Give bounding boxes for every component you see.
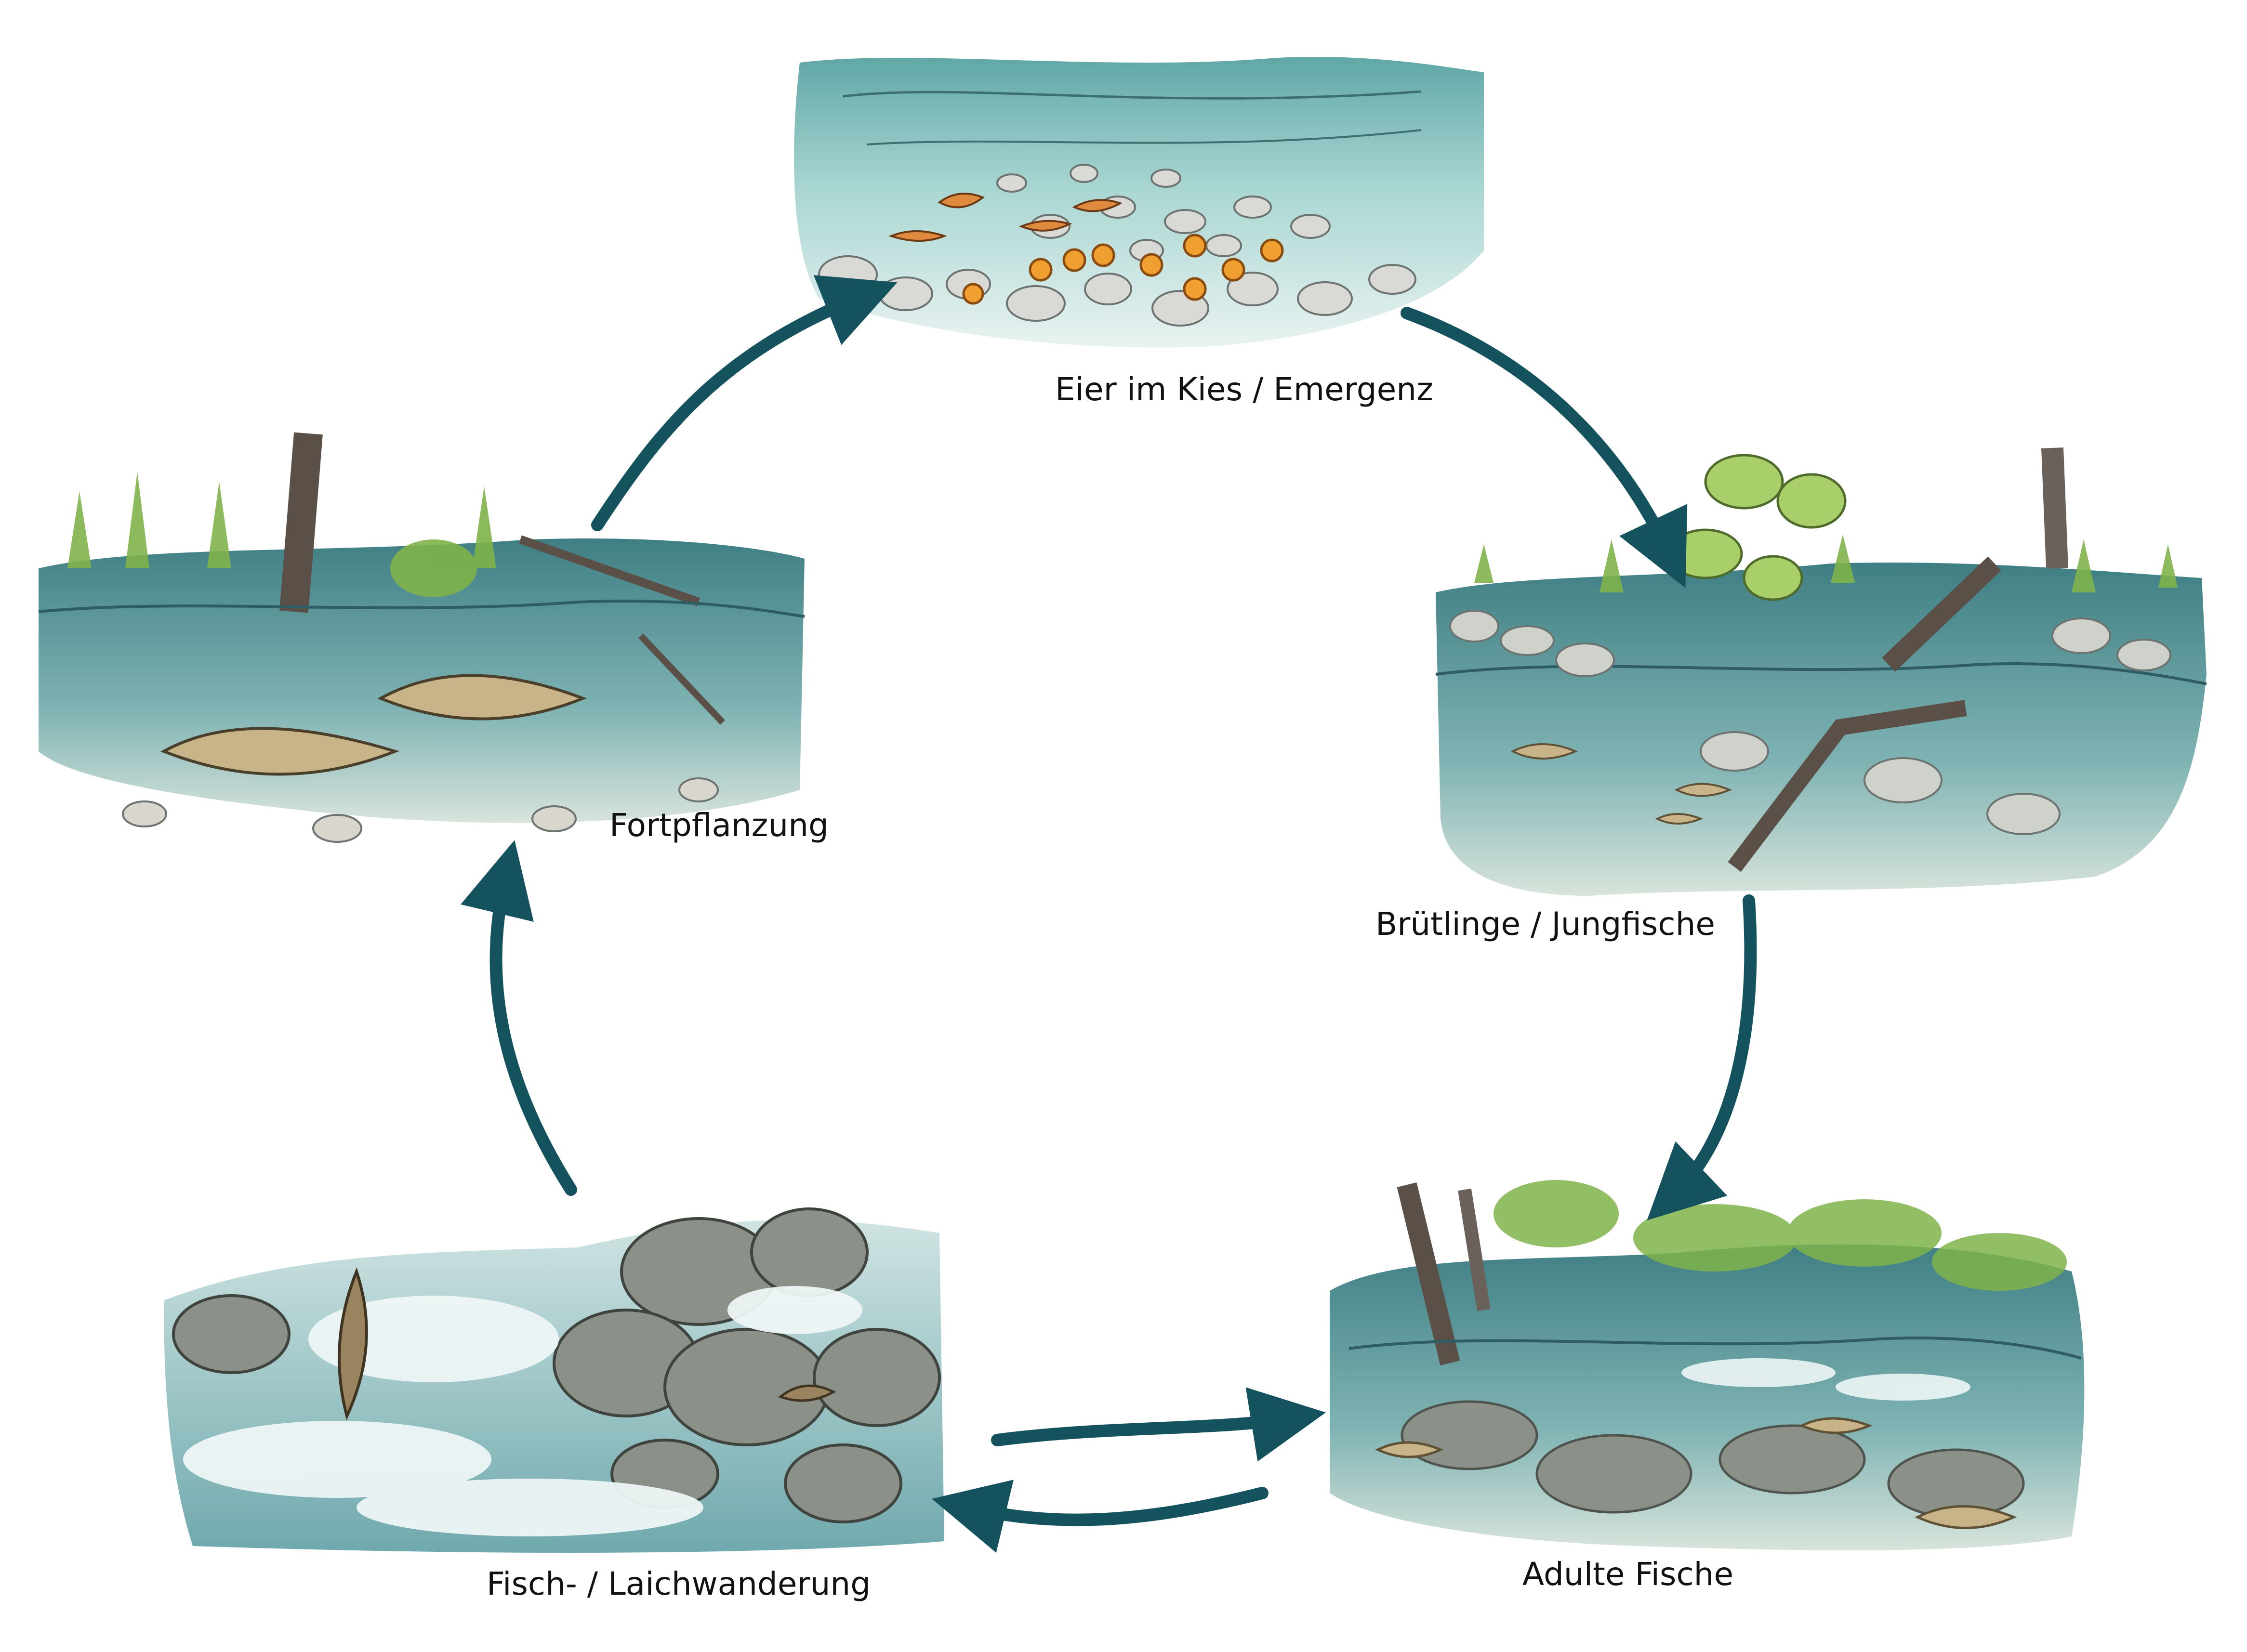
spawning-trout-illustration <box>38 432 805 843</box>
trout-jumping-rapids-illustration <box>164 1207 944 1553</box>
adult-trout-stream-illustration <box>1330 1180 2085 1550</box>
cycle-arrows <box>461 275 1757 1553</box>
arrow-migration-to-reproduction <box>461 840 577 1196</box>
stage-label-reproduction: Fortpflanzung <box>609 807 829 844</box>
arrow-reproduction-to-eggs <box>591 275 898 531</box>
stage-label-adult: Adulte Fische <box>1522 1556 1734 1593</box>
arrow-fry-to-adult <box>1647 894 1757 1220</box>
stage-label-migration: Fisch- / Laichwanderung <box>487 1565 871 1602</box>
arrow-eggs-to-fry <box>1401 307 1688 588</box>
juvenile-fish-stream-illustration <box>1435 447 2207 896</box>
stage-label-eggs: Eier im Kies / Emergenz <box>1055 371 1433 408</box>
arrow-adult-to-migration-upper <box>991 1387 1326 1462</box>
stage-label-fry: Brütlinge / Jungfische <box>1375 905 1716 943</box>
arrow-adult-to-migration-lower <box>932 1480 1269 1553</box>
eggs-in-gravel-illustration <box>794 56 1484 348</box>
